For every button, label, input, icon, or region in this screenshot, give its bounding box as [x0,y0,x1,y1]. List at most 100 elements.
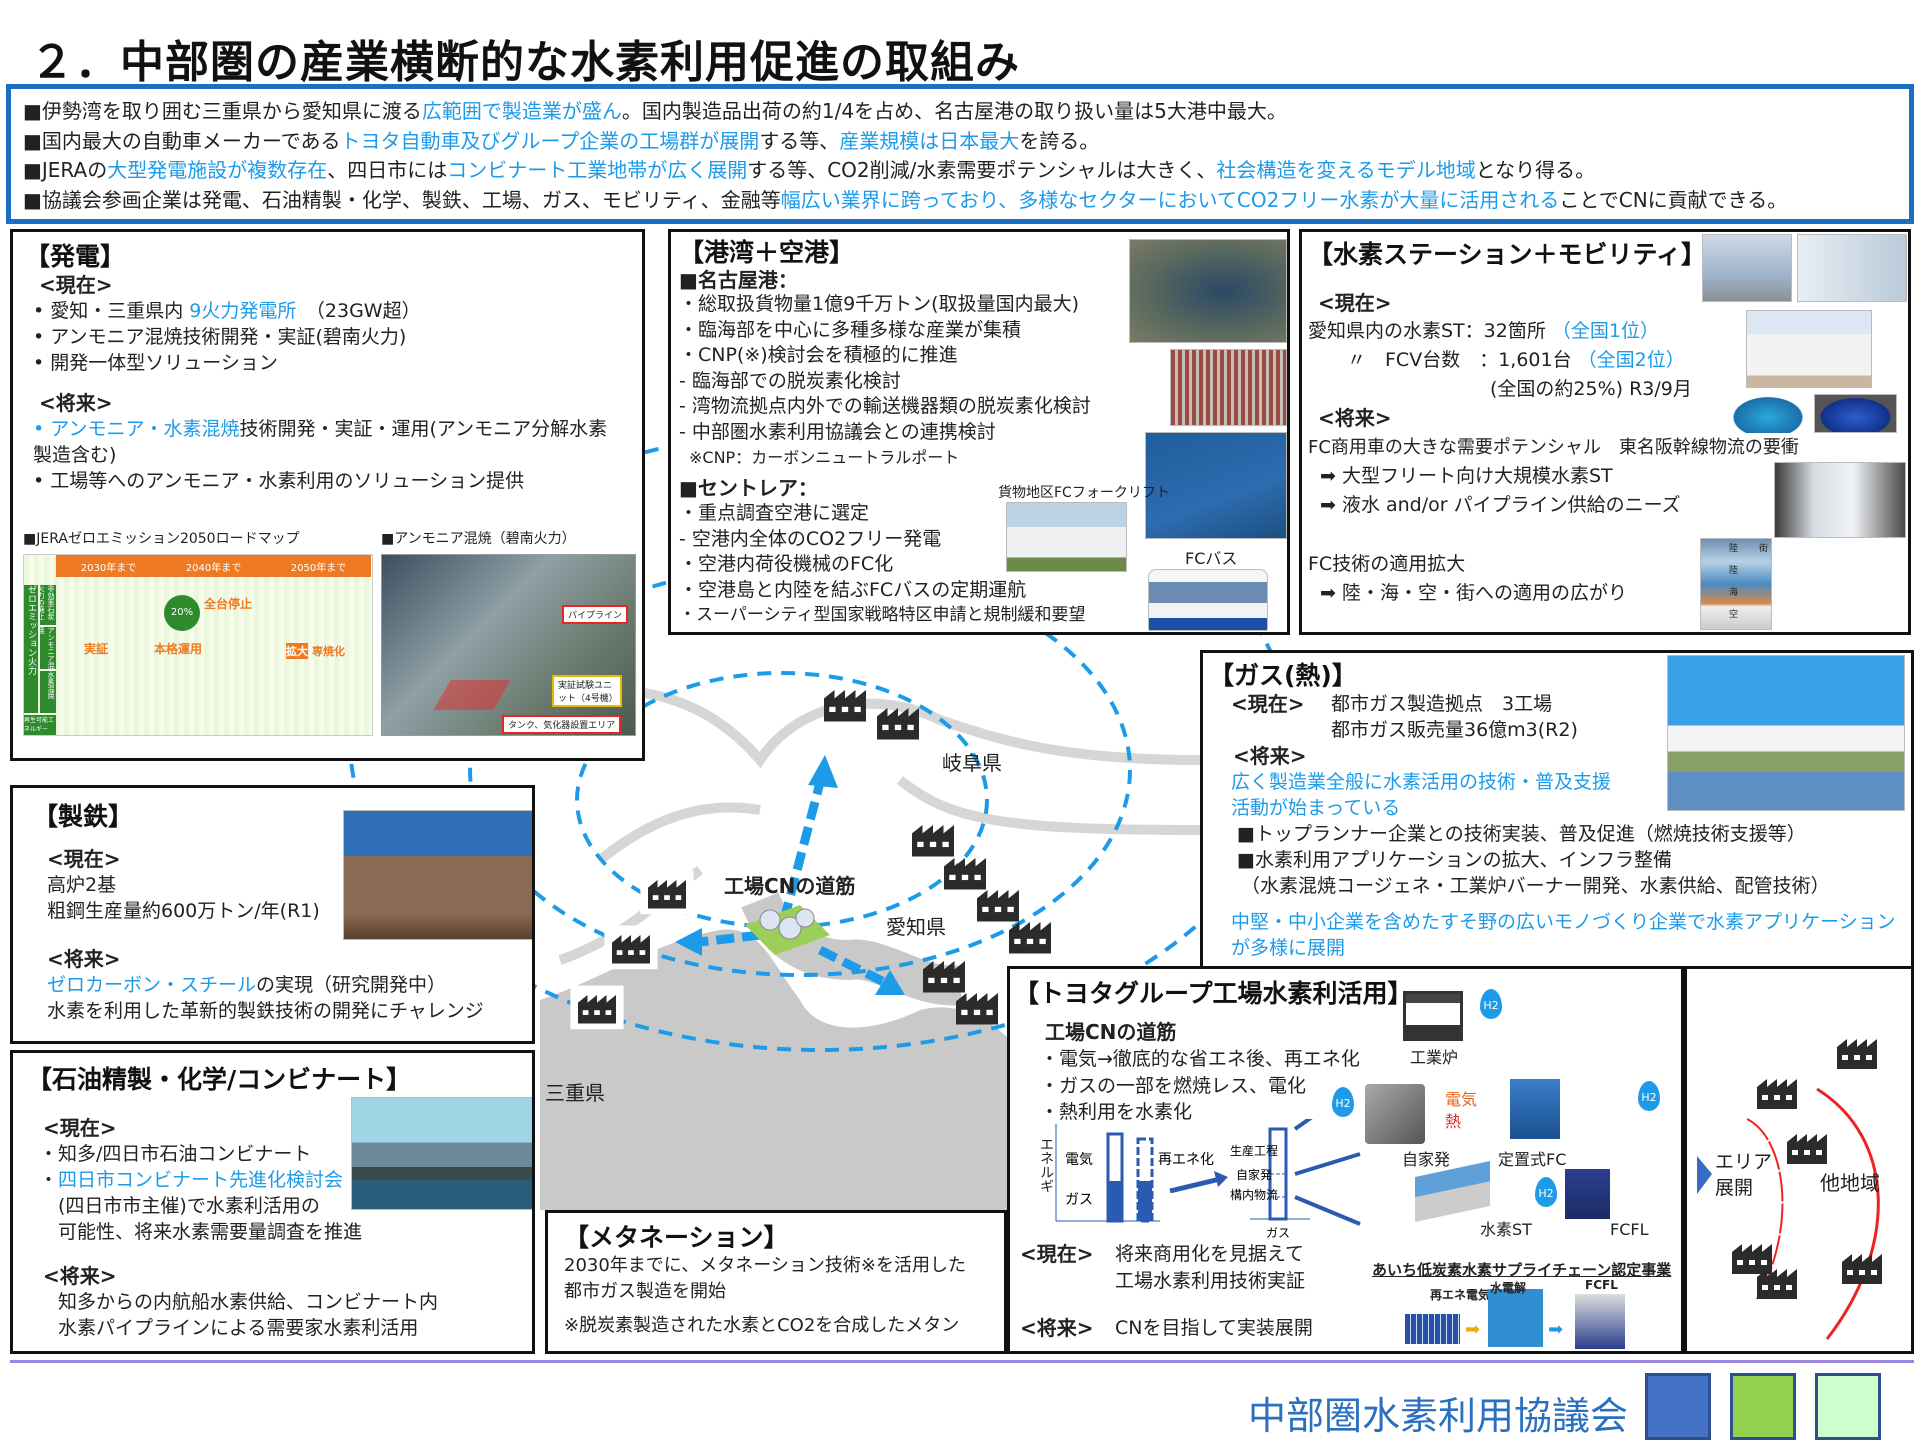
toyota-now-line: 将来商用化を見据えて [1115,1243,1305,1265]
factory-icon [1757,1079,1797,1109]
section-title: 【発電】 [25,242,126,271]
photo-label: パイプライン [562,605,629,624]
text-segment: する等、CO2削減/水素需要ポテンシャルは大きく、 [747,158,1217,182]
steel-now-line: 粗鋼生産量約600万トン/年(R1) [47,900,320,922]
text-segment: • 工場等へのアンモニア・水素利用のソリューション提供 [33,470,525,492]
other-region-label: 他地域 [1820,1171,1880,1195]
process-label: 自家発 [1236,1167,1272,1182]
solar-panel-icon [1405,1314,1460,1344]
section-title: 【ガス(熱)】 [1209,661,1357,690]
page-title: ２．中部圏の産業横断的な水素利用促進の取組み [30,37,1020,88]
mosaic-label: 街 [1759,544,1769,554]
text-segment: ・ [39,1169,59,1191]
arrow-to-station [1294,1195,1361,1226]
factory-icon [824,690,866,722]
fc-forklift-photo [1006,502,1127,572]
arrow-head-north [808,755,838,788]
power-now-item: • アンモニア混焼技術開発・実証(碧南火力) [33,324,630,350]
text-segment: （23GW超） [296,300,421,322]
chain-label: FCFL [1585,1278,1618,1292]
airport-item: ・空港島と内陸を結ぶFCバスの定期運航 [679,578,1027,601]
station-count: 愛知県内の水素ST：32箇所 （全国1位） [1308,317,1902,346]
methanation-line: 都市ガス製造を開始 [564,1281,726,1302]
roadmap-mark: 本格運用 [154,642,203,656]
now-heading: <現在> [43,1116,117,1140]
station-future-line: ➡ 大型フリート向け大規模水素ST [1320,465,1613,487]
cnp-note: ※CNP：カーボンニュートラルポート [689,448,960,467]
port-airport-section: 【港湾＋空港】 ■名古屋港： ・総取扱貨物量1億9千万トン(取扱量国内最大) ・… [668,229,1290,635]
text-segment: を誇る。 [1019,128,1100,153]
station-future-line: FC技術の適用拡大 [1308,553,1466,575]
text-segment: 技術開発・実証・運用(アンモニア分解水素 [239,418,608,440]
section-title: 【製鉄】 [33,802,134,831]
methanation-note: ※脱炭素製造された水素とCO2を合成したメタン [564,1315,960,1336]
future-heading: <将来> [1020,1316,1094,1340]
highlight-text: （全国2位） [1577,349,1685,371]
roadmap-caption: ■JERAゼロエミッション2050ロードマップ [23,531,300,547]
mosaic-label: 空 [1729,610,1739,620]
port-item: ・総取扱貨物量1億9千万トン(取扱量国内最大) [679,293,1080,315]
footer-divider [10,1360,1914,1363]
steel-now-line: 高炉2基 [47,874,117,896]
section-title: 【石油精製・化学/コンビナート】 [27,1065,412,1094]
hydrogen-drop-icon: H2 [1638,1081,1660,1111]
steelworks-photo [343,810,532,940]
power-future-item: • アンモニア・水素混焼技術開発・実証・運用(アンモニア分解水素 [33,416,630,442]
fc-truck-photo [1774,462,1906,538]
factory-icon [1842,1254,1882,1284]
footer-organization: 中部圏水素利用協議会 [1248,1394,1629,1438]
hydrogen-station-photo [1702,234,1792,302]
tank-area-highlight [433,680,511,710]
text-segment: となり得る。 [1475,158,1596,182]
centrair-airport-photo [1145,432,1287,539]
footer-square-lightgreen [1815,1373,1881,1440]
hydrogen-station-photo [1746,310,1872,388]
future-heading: <将来> [47,947,121,971]
station-future-line: FC商用車の大きな需要ポテンシャル 東名阪幹線物流の要衝 [1308,437,1799,458]
forklift-label: 貨物地区FCフォークリフト [998,485,1170,501]
toyota-now-line: 工場水素利用技術実証 [1115,1270,1306,1292]
highlight-text: 広範囲で製造業が盛ん [421,99,622,123]
petro-now-line: (四日市市主催)で水素利活用の [39,1195,320,1217]
footer-square-blue [1645,1373,1711,1440]
fcv-car-photo [1728,394,1808,433]
gas-future-line: 活動が始まっている [1231,797,1401,819]
cogeneration-icon [1365,1084,1425,1144]
roadmap-row: アンモニア混焼 [40,627,56,669]
toyota-subtitle: 工場CNの道筋 [1045,1020,1177,1044]
highlight-text: ゼロカーボン・スチール [47,974,257,996]
expand-chevron-icon [1697,1156,1712,1194]
factory-icon [956,993,998,1025]
photo-label: タンク、気化器設置エリア [502,715,622,734]
roadmap-year: 2050年まで [290,562,347,574]
lng-plant-icon [745,905,830,955]
label-line: 展開 [1715,1177,1754,1199]
arrow-north [779,773,827,922]
steel-future-line: 水素を利用した革新的製鉄技術の開発にチャレンジ [47,1000,484,1022]
text-segment: ことでCNに貢献できる。 [1559,187,1788,212]
gas-section: 【ガス(熱)】 <現在>都市ガス製造拠点 3工場 都市ガス販売量36億m3(R2… [1200,650,1914,975]
summary-line: ■伊勢湾を取り囲む三重県から愛知県に渡る広範囲で製造業が盛ん。国内製造品出荷の約… [23,97,1897,127]
nagoya-port-aerial-photo [1129,239,1287,343]
port-item: ・臨海部を中心に多種多様な産業が集積 [679,318,1022,341]
toyota-item: ・ガスの一部を燃焼レス、電化 [1040,1075,1307,1097]
footer-square-green [1730,1373,1796,1440]
factory-icon [570,985,624,1030]
flow-arrow-head [1214,1171,1228,1187]
factory-icon [604,925,658,970]
highlight-text: 幅広い業界に跨っており、多様なセクターにおいてCO2フリー水素が大量に活用される [780,187,1560,212]
airport-item: ・空港内荷役機械のFC化 [679,553,894,575]
arrow-head-west [675,928,702,956]
summary-box: ■伊勢湾を取り囲む三重県から愛知県に渡る広範囲で製造業が盛ん。国内製造品出荷の約… [6,84,1914,224]
factory-icon [1009,922,1051,954]
power-now-item: • 開発一体型ソリューション [33,350,630,376]
highlight-text: 四日市コンビナート先進化検討会 [58,1169,344,1191]
future-heading: <将来> [39,391,113,415]
power-now-item: • 愛知・三重県内 9火力発電所 （23GW超） [33,298,630,324]
methanation-line: 2030年までに、メタネーション技術※を活用した [564,1255,966,1276]
highlight-text: コンビナート工業地帯が広く展開 [447,158,748,182]
gas-conclusion: が多様に展開 [1231,937,1346,959]
highlight-text: 産業規模は日本最大 [839,128,1020,153]
